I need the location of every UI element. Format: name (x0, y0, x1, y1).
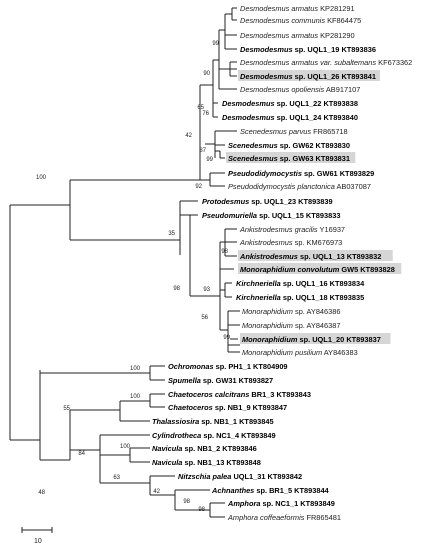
taxon-label: Spumella sp. GW31 KT893827 (168, 376, 273, 385)
taxon-label: Ankistrodesmus gracilis Y16937 (239, 225, 345, 234)
bootstrap-value: 98 (198, 507, 205, 513)
highlight-boxes (226, 70, 402, 344)
taxon-label: Pseudodidymocystis sp. GW61 KT893829 (228, 169, 374, 178)
taxon-label: Monoraphidium sp. AY846387 (242, 321, 340, 330)
bootstrap-value: 99 (223, 335, 230, 341)
taxon-label: Amphora coffeaeformis FR865481 (227, 513, 341, 522)
taxon-label: Ankistrodesmus sp. UQL1_13 KT893832 (239, 252, 381, 261)
taxon-label: Monoraphidium sp. UQL1_20 KT893837 (242, 335, 381, 344)
taxon-label: Chaetoceros calcitrans BR1_3 KT893843 (168, 390, 311, 399)
bootstrap-value: 100 (130, 366, 141, 372)
taxon-label: Amphora sp. NC1_1 KT893849 (227, 499, 335, 508)
highlight-box (226, 152, 356, 163)
taxon-label: Desmodesmus armatus KP281290 (240, 31, 355, 40)
taxon-label: Scenedesmus sp. GW62 KT893830 (228, 141, 350, 150)
bootstrap-value: 99 (206, 157, 213, 163)
taxon-label: Achnanthes sp. BR1_5 KT893844 (211, 486, 330, 495)
bootstrap-value: 87 (199, 148, 206, 154)
taxon-label: Kirchneriella sp. UQL1_16 KT893834 (236, 279, 365, 288)
bootstrap-value: 92 (195, 184, 202, 190)
taxon-label: Navicula sp. NB1_2 KT893846 (152, 444, 257, 453)
taxon-label: Desmodesmus sp. UQL1_19 KT893836 (240, 45, 376, 54)
taxon-label: Cylindrotheca sp. NC1_4 KT893849 (152, 431, 276, 440)
taxon-label: Protodesmus sp. UQL1_23 KT893839 (202, 197, 333, 206)
scale-bar-label: 10 (34, 538, 42, 545)
taxon-label: Pseudomuriella sp. UQL1_15 KT893833 (202, 211, 340, 220)
taxon-label: Monoraphidium sp. AY846386 (242, 307, 340, 316)
highlight-box (238, 250, 393, 261)
bootstrap-value: 55 (63, 406, 70, 412)
bootstrap-value: 98 (183, 499, 190, 505)
highlight-box (238, 263, 402, 274)
taxon-label: Nitzschia palea UQL1_31 KT893842 (178, 472, 302, 481)
taxon-label: Navicula sp. NB1_13 KT893848 (152, 458, 261, 467)
highlight-box (238, 70, 380, 81)
bootstrap-value: 48 (38, 490, 45, 496)
taxon-label: Thalassiosira sp. NB1_1 KT893845 (152, 417, 274, 426)
bootstrap-value: 100 (36, 175, 47, 181)
taxon-label: Desmodesmus sp. UQL1_22 KT893838 (222, 99, 358, 108)
bootstrap-value: 99 (212, 41, 219, 47)
taxon-labels: Desmodesmus armatus KP281291Desmodesmus … (152, 4, 412, 522)
bootstrap-value: 65 (197, 105, 204, 111)
taxon-label: Kirchneriella sp. UQL1_18 KT893835 (236, 293, 364, 302)
taxon-label: Monoraphidium convolutum GW5 KT893828 (240, 265, 395, 274)
taxon-label: Desmodesmus sp. UQL1_26 KT893841 (240, 72, 376, 81)
taxon-label: Monoraphidium pusilium AY846383 (242, 348, 358, 357)
taxon-label: Desmodesmus armatus var. subaltemans KF6… (240, 58, 412, 67)
bootstrap-value: 35 (168, 231, 175, 237)
taxon-label: Desmodesmus communis KF864475 (240, 16, 361, 25)
taxon-label: Pseudodidymocystis planctonica AB037087 (228, 182, 371, 191)
bootstrap-values: 9990657642879910092359898935699100100554… (36, 41, 231, 513)
bootstrap-value: 84 (78, 451, 85, 457)
bootstrap-value: 98 (173, 286, 180, 292)
taxon-label: Ankistrodesmus sp. KM676973 (239, 238, 342, 247)
highlight-box (240, 333, 391, 344)
taxon-label: Desmodesmus armatus KP281291 (240, 4, 355, 13)
bootstrap-value: 42 (153, 489, 160, 495)
taxon-label: Scenedesmus parvus FR865718 (240, 127, 348, 136)
taxon-label: Desmodesmus sp. UQL1_24 KT893840 (222, 113, 358, 122)
bootstrap-value: 100 (120, 444, 131, 450)
bootstrap-value: 100 (130, 394, 141, 400)
taxon-label: Ochromonas sp. PH1_1 KT804909 (168, 362, 288, 371)
bootstrap-value: 98 (221, 249, 228, 255)
bootstrap-value: 90 (203, 71, 210, 77)
taxon-label: Scenedesmus sp. GW63 KT893831 (228, 154, 350, 163)
bootstrap-value: 76 (202, 111, 209, 117)
bootstrap-value: 93 (203, 287, 210, 293)
taxon-label: Desmodesmus opoliensis AB917107 (240, 85, 360, 94)
tree-branches (9, 7, 240, 533)
bootstrap-value: 56 (201, 315, 208, 321)
taxon-label: Chaetoceros sp. NB1_9 KT893847 (168, 403, 287, 412)
bootstrap-value: 42 (185, 133, 192, 139)
bootstrap-value: 63 (113, 475, 120, 481)
